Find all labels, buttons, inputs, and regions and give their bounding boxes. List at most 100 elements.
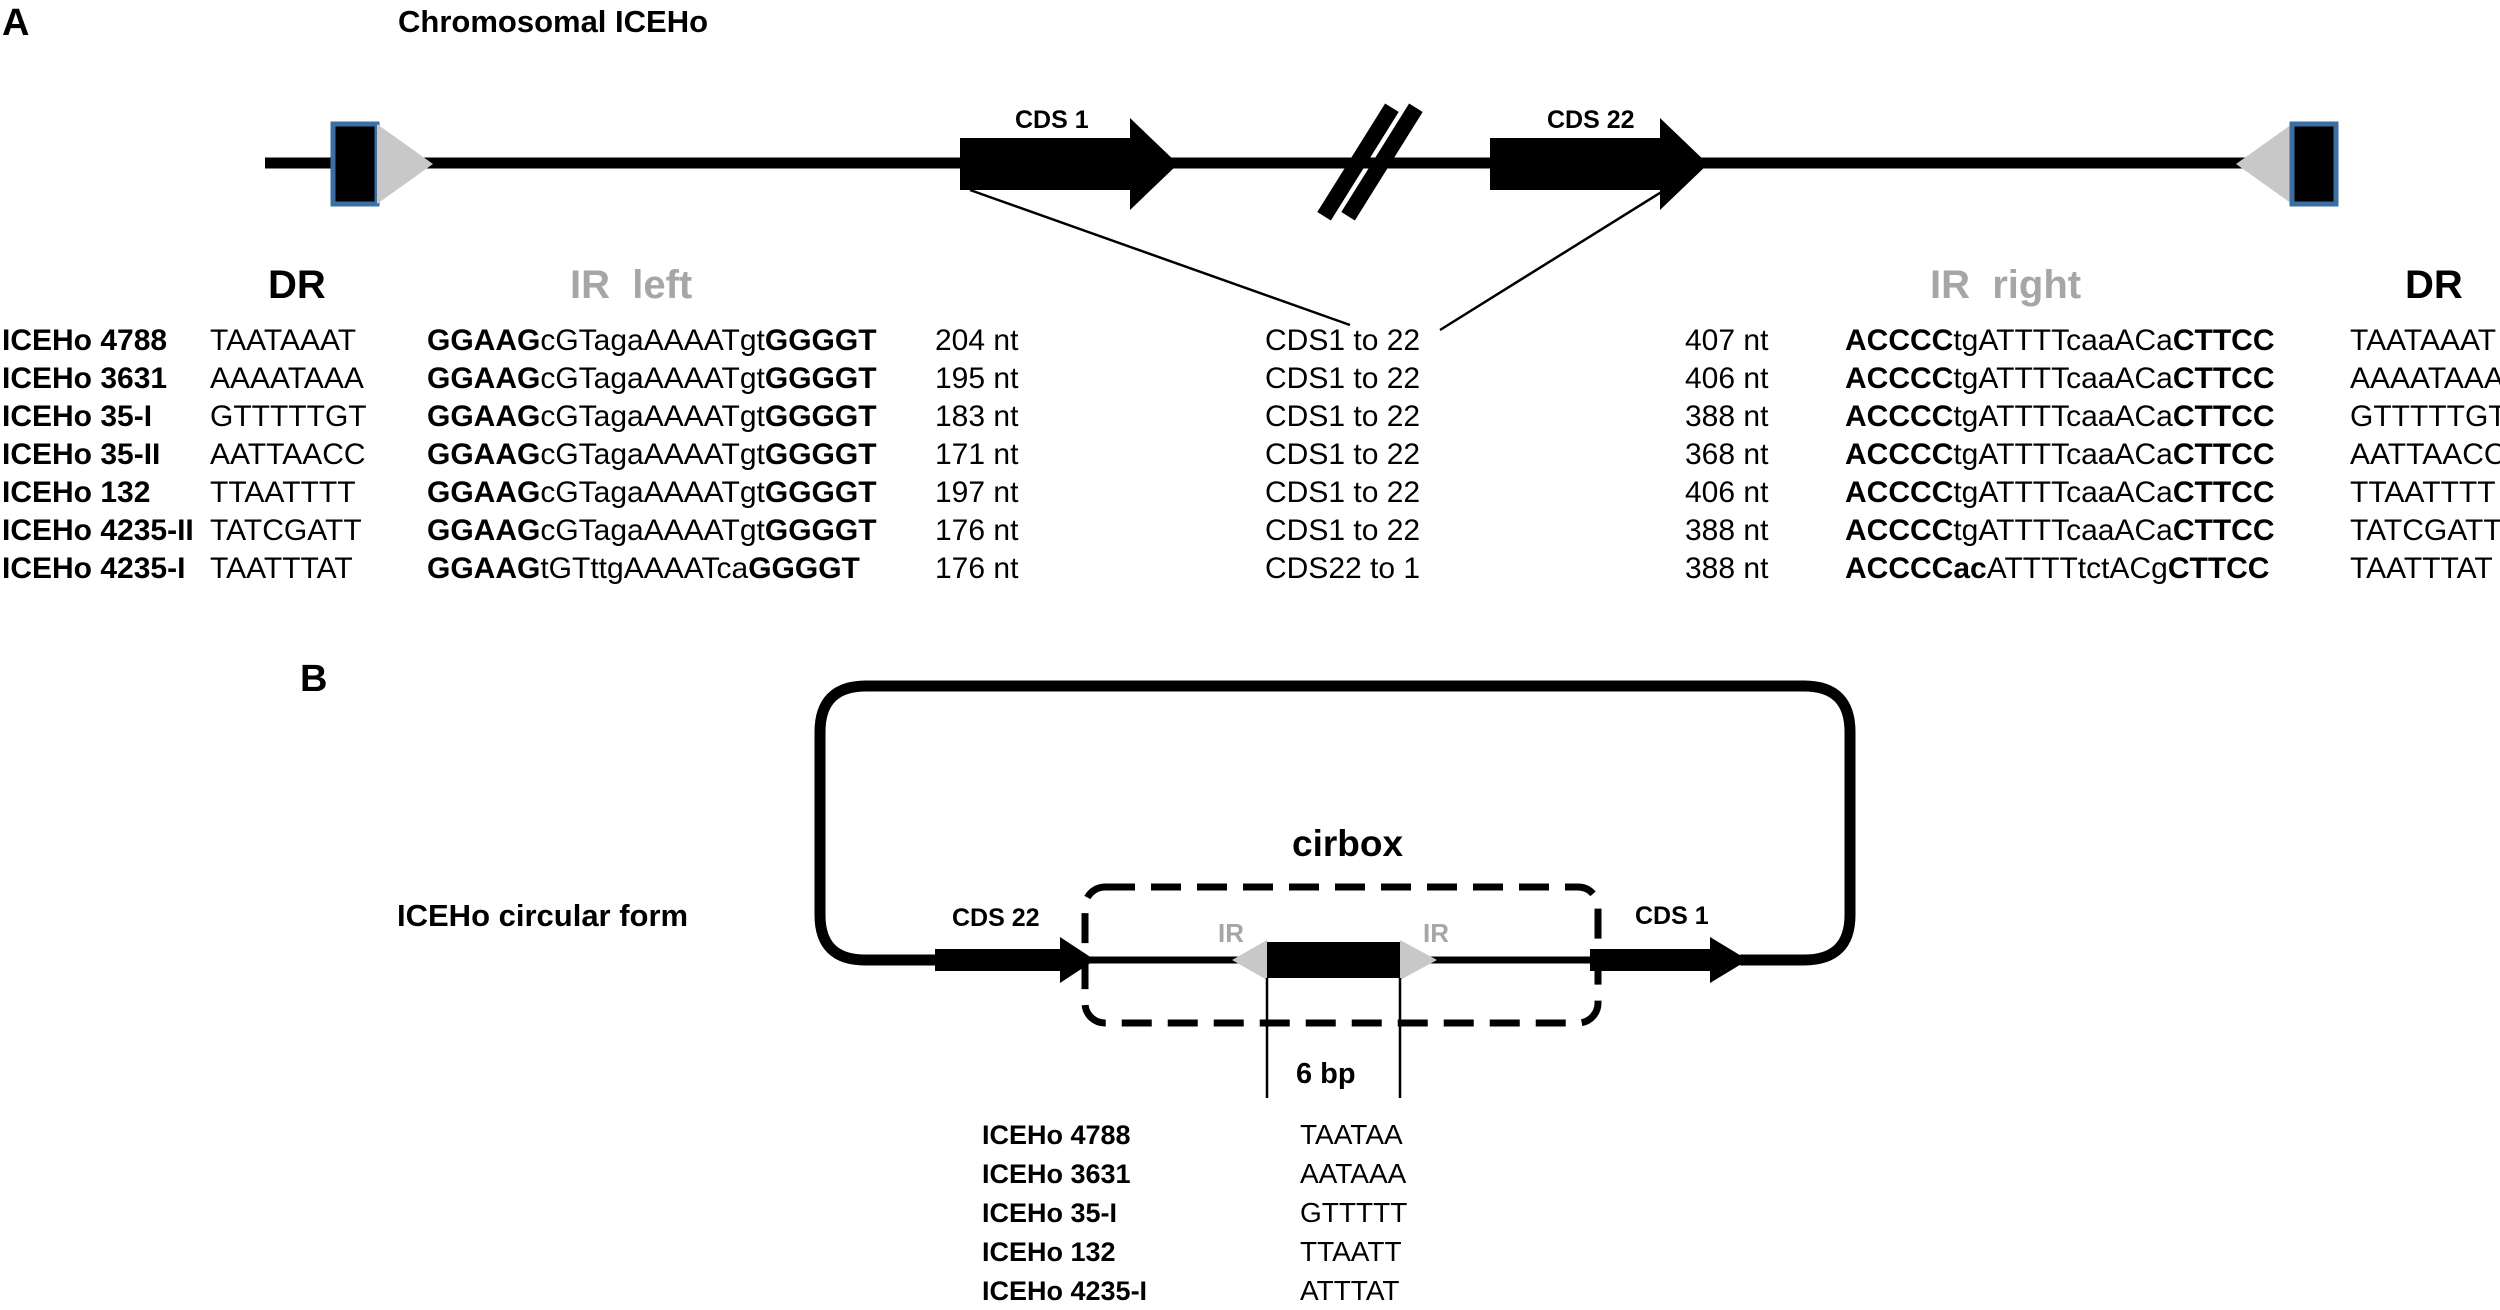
strain-name: ICEHo 35-I	[2, 400, 153, 433]
dr-right-sequence: AATTAACC	[2350, 438, 2500, 471]
dr-left-sequence: TATCGATT	[210, 514, 362, 547]
left-length: 176 nt	[935, 552, 1019, 585]
cds22-arrow-circular	[935, 937, 1095, 983]
ir-right-sequence: ACCCCtgATTTTcaaACaCTTCC	[1845, 514, 2275, 547]
cds1-label-circular: CDS 1	[1635, 902, 1709, 930]
ir-right-sequence: ACCCCtgATTTTcaaACaCTTCC	[1845, 400, 2275, 433]
right-length: 407 nt	[1685, 324, 1769, 357]
dr-left-sequence: AATTAACC	[210, 438, 366, 471]
table-row: ICEHo 4788 TAATAAAT GGAAGcGTagaAAAATgtGGGG…	[0, 322, 2500, 360]
ir-right-sequence: ACCCCtgATTTTcaaACaCTTCC	[1845, 362, 2275, 395]
left-length: 197 nt	[935, 476, 1019, 509]
junction-sequence: TTAATT	[1300, 1236, 1402, 1267]
ir-right-sequence: ACCCCacATTTTtctACgCTTCC	[1845, 552, 2270, 585]
left-length: 204 nt	[935, 324, 1019, 357]
left-length: 195 nt	[935, 362, 1019, 395]
ir-right-sequence: ACCCCtgATTTTcaaACaCTTCC	[1845, 324, 2275, 357]
cds1-label: CDS 1	[1015, 106, 1089, 134]
table-row: ICEHo 4788 TAATAA	[0, 1116, 2500, 1154]
cds-order: CDS1 to 22	[1265, 514, 1421, 547]
panel-b-title: ICEHo circular form	[397, 898, 689, 933]
ir-left-sequence: GGAAGcGTagaAAAATgtGGGGT	[427, 438, 877, 471]
junction-sequence: GTTTTT	[1300, 1197, 1408, 1228]
ir-left-sequence: GGAAGcGTagaAAAATgtGGGGT	[427, 476, 877, 509]
ir-right-triangle-circular	[1400, 940, 1437, 980]
ir-left-sequence: GGAAGtGTttgAAAATcaGGGGT	[427, 552, 860, 585]
strain-name: ICEHo 35-II	[2, 438, 161, 471]
dr-left-box	[330, 121, 380, 207]
ir-left-header: IR left	[570, 263, 693, 307]
right-length: 388 nt	[1685, 514, 1769, 547]
ir-left-triangle-circular	[1232, 940, 1267, 980]
dr-block-circular	[1267, 942, 1400, 978]
left-length: 176 nt	[935, 514, 1019, 547]
cds-order: CDS22 to 1	[1265, 552, 1421, 585]
cds1-arrow-circular	[1590, 937, 1748, 983]
junction-sequence: TAATAA	[1300, 1119, 1403, 1150]
dr-left-sequence: GTTTTTGT	[210, 400, 367, 433]
strain-name: ICEHo 4235-I	[982, 1276, 1148, 1306]
right-length: 388 nt	[1685, 552, 1769, 585]
ir-left-sequence: GGAAGcGTagaAAAATgtGGGGT	[427, 362, 877, 395]
left-length: 183 nt	[935, 400, 1019, 433]
panel-a-title: Chromosomal ICEHo	[398, 4, 709, 39]
dr-right-sequence: GTTTTTGT	[2350, 400, 2500, 433]
cds22-arrow	[1490, 118, 1708, 210]
strain-name: ICEHo 4235-I	[2, 552, 186, 585]
ir-left-sequence: GGAAGcGTagaAAAATgtGGGGT	[427, 324, 877, 357]
strain-name: ICEHo 132	[982, 1237, 1116, 1267]
dr-left-sequence: TAATTTAT	[210, 552, 353, 585]
right-length: 406 nt	[1685, 476, 1769, 509]
circular-backbone	[814, 680, 1856, 966]
zoom-line-right	[1439, 161, 1709, 332]
strain-name: ICEHo 4235-II	[2, 514, 194, 547]
ir-left-label-circular: IR	[1218, 918, 1244, 948]
dr-left-sequence: AAAATAAA	[210, 362, 364, 395]
strain-name: ICEHo 3631	[2, 362, 168, 395]
ir-left-sequence: GGAAGcGTagaAAAATgtGGGGT	[427, 400, 877, 433]
ir-right-header: IR right	[1930, 263, 2082, 307]
table-row: ICEHo 35-I GTTTTT	[0, 1194, 2500, 1232]
table-row: ICEHo 3631 AAAATAAA GGAAGcGTagaAAAATgtGGGG…	[0, 360, 2500, 398]
cds-order: CDS1 to 22	[1265, 476, 1421, 509]
ir-right-triangle	[2236, 124, 2292, 204]
right-length: 406 nt	[1685, 362, 1769, 395]
table-row: ICEHo 4235-I TAATTTAT GGAAGtGTttgAAAATcaGG…	[0, 550, 2500, 588]
ir-left-triangle	[377, 124, 433, 204]
panel-b-label: B	[300, 658, 328, 700]
dr-right-box	[2289, 121, 2339, 207]
junction-sequence: ATTTAT	[1300, 1275, 1400, 1306]
ir-right-sequence: ACCCCtgATTTTcaaACaCTTCC	[1845, 438, 2275, 471]
junction-sequence: AATAAA	[1300, 1158, 1407, 1189]
dr-left-sequence: TAATAAAT	[210, 324, 357, 357]
dr-right-sequence: TAATTTAT	[2350, 552, 2493, 585]
cds1-arrow	[960, 118, 1178, 210]
strain-name: ICEHo 4788	[982, 1120, 1131, 1150]
cds-order: CDS1 to 22	[1265, 324, 1421, 357]
dr-right-sequence: AAAATAAA	[2350, 362, 2500, 395]
table-row: ICEHo 4235-I ATTTAT	[0, 1272, 2500, 1310]
ir-left-sequence: GGAAGcGTagaAAAATgtGGGGT	[427, 514, 877, 547]
bp-label: 6 bp	[1296, 1058, 1356, 1090]
cds22-label: CDS 22	[1547, 106, 1635, 134]
strain-name: ICEHo 132	[2, 476, 151, 509]
dr-right-header: DR	[2405, 263, 2463, 307]
break-mark-1	[1317, 103, 1399, 221]
cds22-label-circular: CDS 22	[952, 904, 1040, 932]
dr-right-sequence: TATCGATT	[2350, 514, 2500, 547]
table-row: ICEHo 35-II AATTAACC GGAAGcGTagaAAAATgtGGG…	[0, 436, 2500, 474]
strain-name: ICEHo 35-I	[982, 1198, 1118, 1228]
ir-right-label-circular: IR	[1423, 918, 1449, 948]
table-row: ICEHo 132 TTAATT	[0, 1233, 2500, 1271]
right-length: 368 nt	[1685, 438, 1769, 471]
panel-a-label: A	[2, 2, 30, 44]
dr-left-header: DR	[268, 263, 326, 307]
strain-name: ICEHo 4788	[2, 324, 168, 357]
left-length: 171 nt	[935, 438, 1019, 471]
right-length: 388 nt	[1685, 400, 1769, 433]
ir-right-sequence: ACCCCtgATTTTcaaACaCTTCC	[1845, 476, 2275, 509]
cds-order: CDS1 to 22	[1265, 400, 1421, 433]
